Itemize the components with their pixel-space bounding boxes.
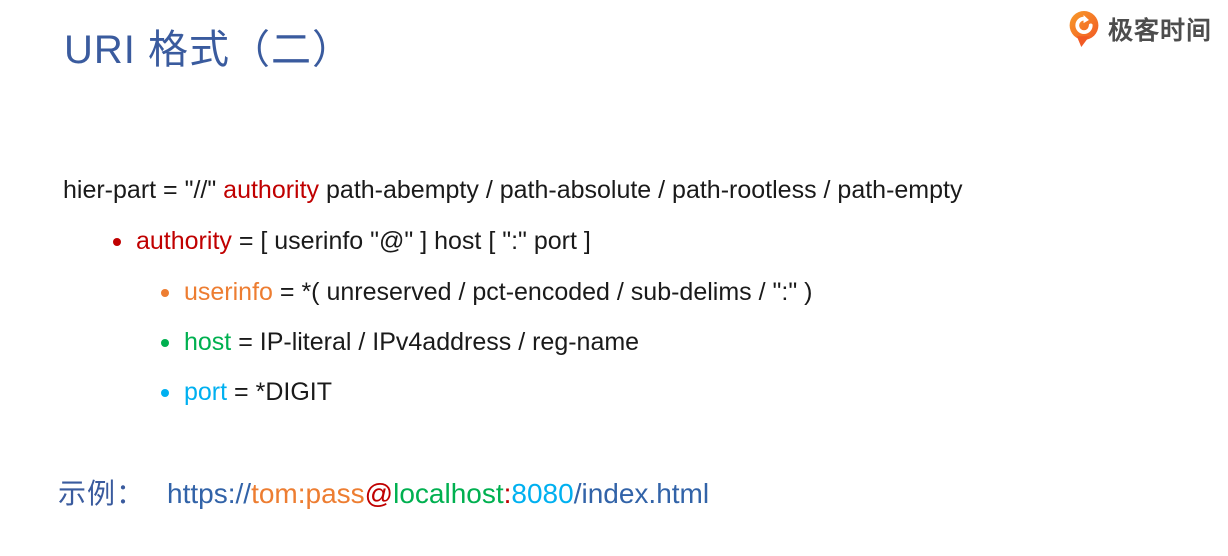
bullet-dot xyxy=(161,388,169,397)
bullet-dot xyxy=(161,338,169,347)
url-segment-colon: : xyxy=(503,478,512,509)
url-segment-host: localhost xyxy=(393,478,504,509)
definition-prefix: hier-part = "//" xyxy=(63,176,224,204)
url-segment-userinfo: tom:pass xyxy=(251,478,365,509)
definition-keyword-authority: authority xyxy=(223,176,320,204)
bullet-keyword: userinfo xyxy=(184,278,273,306)
geektime-logo-icon xyxy=(1066,8,1102,50)
bullet-item-port: port = *DIGIT xyxy=(161,378,332,407)
bullet-item-authority: authority = [ userinfo "@" ] host [ ":" … xyxy=(113,227,591,256)
bullet-text: = [ userinfo "@" ] host [ ":" port ] xyxy=(231,227,591,255)
bullet-dot xyxy=(113,237,121,246)
bullet-item-userinfo: userinfo = *( unreserved / pct-encoded /… xyxy=(161,278,812,307)
bullet-text: = *DIGIT xyxy=(227,378,332,406)
url-segment-scheme: https:// xyxy=(167,478,252,509)
url-segment-at-sign: @ xyxy=(364,478,394,509)
definition-line: hier-part = "//" authority path-abempty … xyxy=(63,176,962,205)
page-title: URI 格式（二） xyxy=(64,28,353,72)
bullet-text: = *( unreserved / pct-encoded / sub-deli… xyxy=(272,278,813,306)
example-label: 示例： xyxy=(58,478,146,509)
url-segment-path: /index.html xyxy=(573,478,710,509)
url-segment-port: 8080 xyxy=(511,478,574,509)
definition-suffix: path-abempty / path-absolute / path-root… xyxy=(319,176,963,204)
geektime-logo: 极客时间 xyxy=(1066,8,1212,50)
brand-name: 极客时间 xyxy=(1107,17,1212,45)
bullet-keyword: port xyxy=(184,378,228,406)
bullet-item-host: host = IP-literal / IPv4address / reg-na… xyxy=(161,328,639,357)
example-line: 示例： https://tom:pass@localhost:8080/index… xyxy=(58,472,709,512)
bullet-keyword: authority xyxy=(136,227,232,255)
bullet-keyword: host xyxy=(184,328,232,356)
bullet-text: = IP-literal / IPv4address / reg-name xyxy=(231,328,640,356)
bullet-dot xyxy=(161,288,169,297)
